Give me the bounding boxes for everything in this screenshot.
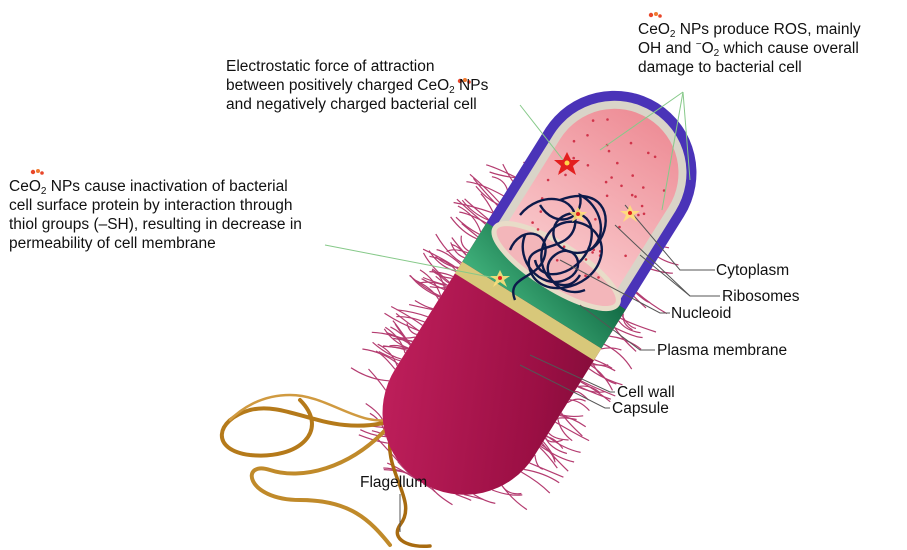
- pilus: [560, 415, 586, 426]
- ribosome-dot: [585, 258, 588, 261]
- ribosome-dot: [547, 179, 550, 182]
- ribosome-dot: [630, 142, 633, 145]
- pilus: [594, 360, 612, 369]
- pilus: [558, 418, 573, 440]
- ribosome-dot: [631, 194, 634, 197]
- ribosome-dot: [597, 276, 600, 279]
- ribosome-dot: [584, 274, 587, 277]
- ceo2-nanoparticle-icon: [29, 168, 45, 176]
- ribosome-dot: [642, 186, 645, 189]
- electrostatic-line2: between positively charged CeO2 NPs: [226, 76, 488, 95]
- ribosome-dot: [654, 156, 657, 159]
- ros-text: NPs produce ROS, mainly: [675, 21, 860, 38]
- ribosome-dot: [631, 174, 634, 177]
- pilus: [529, 463, 563, 477]
- pilus: [461, 236, 469, 252]
- electrostatic-line1: Electrostatic force of attraction: [226, 57, 488, 76]
- ribosome-dot: [573, 140, 576, 143]
- label-ribosomes: Ribosomes: [722, 288, 800, 305]
- pilus: [648, 268, 673, 273]
- pilus: [429, 256, 456, 271]
- pilus: [456, 217, 479, 234]
- label-cytoplasm: Cytoplasm: [716, 262, 789, 279]
- inactivation-line4: permeability of cell membrane: [9, 234, 302, 253]
- pilus: [558, 418, 577, 420]
- ros-annotation-line1: CeO2 NPs produce ROS, mainly: [638, 20, 861, 39]
- ribosome-dot: [605, 181, 608, 184]
- ribosome-dot: [587, 164, 590, 167]
- ribosome-dot: [641, 205, 644, 208]
- electrostatic-text: between positively charged: [226, 77, 417, 94]
- label-plasma-membrane: Plasma membrane: [657, 342, 787, 359]
- ribosome-dot: [620, 185, 623, 188]
- ribosome-dot: [591, 251, 594, 254]
- pilus: [351, 368, 389, 381]
- pilus: [601, 348, 621, 350]
- ribosome-dot: [531, 221, 534, 224]
- ros-text: CeO: [638, 21, 670, 38]
- ribosome-dot: [586, 134, 589, 137]
- ribosome-dot: [594, 218, 597, 221]
- ribosome-dot: [592, 119, 595, 122]
- ribosome-dot: [634, 195, 637, 198]
- pilus: [474, 494, 496, 503]
- ribosome-dot: [637, 214, 640, 217]
- ribosome-dot: [537, 228, 540, 231]
- ribosome-dot: [540, 210, 543, 213]
- ros-annotation: CeO2 NPs produce ROS, mainly OH and −O2 …: [638, 20, 861, 77]
- inactivation-text: CeO: [9, 178, 41, 195]
- ribosome-dot: [643, 213, 646, 216]
- label-nucleoid: Nucleoid: [671, 305, 731, 322]
- ribosome-dot: [564, 174, 567, 177]
- pilus: [581, 381, 615, 396]
- ribosome-dot: [572, 157, 575, 160]
- pilus: [569, 400, 589, 411]
- ribosome-dot: [624, 255, 627, 258]
- label-cell-wall: Cell wall: [617, 384, 675, 401]
- pilus: [452, 238, 467, 256]
- ros-text: O: [702, 40, 714, 57]
- ros-text: which cause overall: [719, 40, 859, 57]
- electrostatic-line3: and negatively charged bacterial cell: [226, 95, 488, 114]
- ceo2-nanoparticle-icon: [647, 11, 663, 19]
- electrostatic-text: NPs: [455, 77, 489, 94]
- ribosome-dot: [647, 152, 650, 155]
- inactivation-line2: cell surface protein by interaction thro…: [9, 196, 302, 215]
- ros-annotation-line3: damage to bacterial cell: [638, 58, 861, 77]
- ros-annotation-line2: OH and −O2 which cause overall: [638, 39, 861, 58]
- ribosome-dot: [616, 162, 619, 165]
- pilus: [535, 455, 543, 469]
- ribosome-dot: [610, 176, 613, 179]
- label-flagellum: Flagellum: [360, 474, 427, 491]
- pilus: [457, 199, 486, 224]
- electrostatic-text: CeO: [417, 77, 449, 94]
- inactivation-annotation: CeO2 NPs cause inactivation of bacterial…: [9, 177, 302, 253]
- pilus: [492, 177, 508, 192]
- ribosome-dot: [556, 259, 559, 262]
- pilus: [385, 313, 420, 331]
- inactivation-line3: thiol groups (–SH), resulting in decreas…: [9, 215, 302, 234]
- label-capsule: Capsule: [612, 400, 669, 417]
- electrostatic-annotation: Electrostatic force of attraction betwee…: [226, 57, 488, 114]
- pilus: [589, 369, 623, 385]
- ros-text: OH and: [638, 40, 696, 57]
- inactivation-line1: CeO2 NPs cause inactivation of bacterial: [9, 177, 302, 196]
- pilus: [473, 178, 497, 205]
- pilus: [502, 486, 521, 494]
- pilus: [397, 310, 428, 317]
- pilus: [451, 217, 477, 239]
- pilus: [466, 182, 503, 196]
- ribosome-dot: [608, 150, 611, 153]
- inactivation-text: NPs cause inactivation of bacterial: [46, 178, 287, 195]
- ribosome-dot: [606, 195, 609, 198]
- ribosome-dot: [606, 118, 609, 121]
